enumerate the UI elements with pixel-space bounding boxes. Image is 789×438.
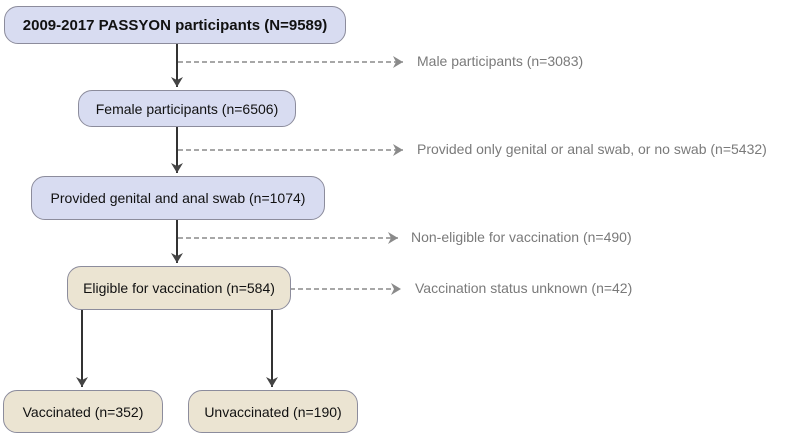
box-female-participants: Female participants (n=6506) xyxy=(78,90,296,127)
box-genital-anal-swab: Provided genital and anal swab (n=1074) xyxy=(31,176,325,220)
exclusion-non-eligible: Non-eligible for vaccination (n=490) xyxy=(411,229,632,245)
exclusion-male: Male participants (n=3083) xyxy=(417,53,584,69)
box-all-participants: 2009-2017 PASSYON participants (N=9589) xyxy=(4,6,346,44)
exclusion-no-swab: Provided only genital or anal swab, or n… xyxy=(417,141,767,157)
exclusion-status-unknown: Vaccination status unknown (n=42) xyxy=(415,280,633,296)
box-vaccinated: Vaccinated (n=352) xyxy=(3,390,163,433)
box-eligible: Eligible for vaccination (n=584) xyxy=(67,266,291,310)
box-unvaccinated: Unvaccinated (n=190) xyxy=(188,390,358,433)
